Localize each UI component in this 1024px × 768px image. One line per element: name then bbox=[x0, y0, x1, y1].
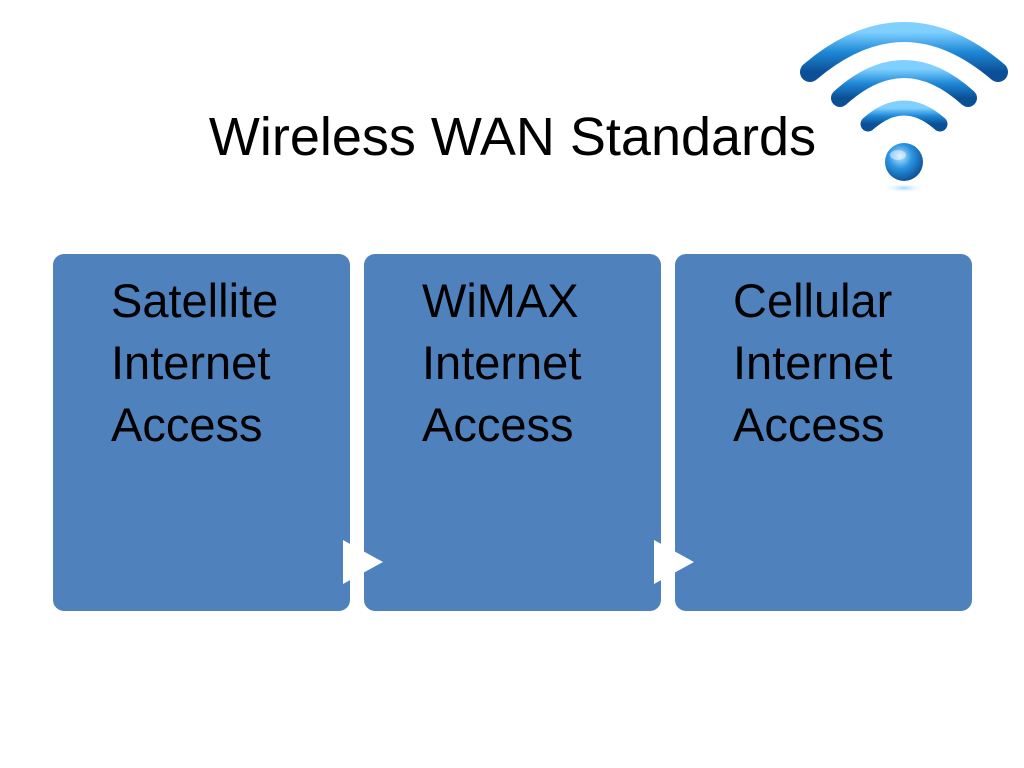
step-label-cellular: Cellular Internet Access bbox=[733, 274, 893, 451]
wifi-signal-icon bbox=[800, 22, 1008, 193]
chevron-right-triangle-icon bbox=[343, 540, 383, 584]
process-step-satellite: Satellite Internet Access bbox=[53, 254, 350, 611]
process-step-cellular: Cellular Internet Access bbox=[675, 254, 972, 611]
step-label-satellite: Satellite Internet Access bbox=[111, 274, 279, 451]
process-step-wimax: WiMAX Internet Access bbox=[364, 254, 661, 611]
chevron-right-triangle-icon bbox=[654, 540, 694, 584]
step-label-wimax: WiMAX Internet Access bbox=[422, 274, 582, 451]
slide-title: Wireless WAN Standards bbox=[208, 107, 817, 167]
